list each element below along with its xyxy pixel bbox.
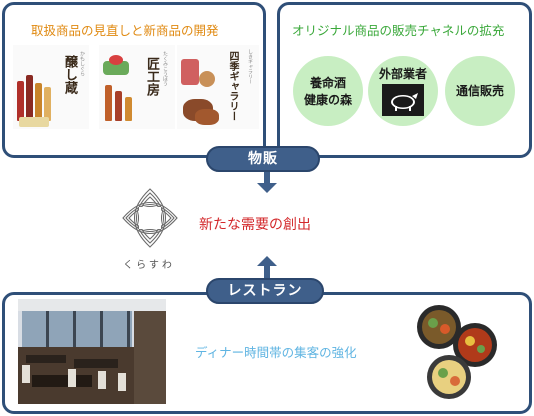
- brand-label-kamoshigura: 醸し蔵: [62, 55, 77, 94]
- product-photo-kamoshigura: 醸し蔵 かもしぐら: [13, 45, 89, 129]
- arrow-down-icon: [257, 172, 277, 193]
- channel-circle-health-forest: 養命酒 健康の森: [293, 56, 363, 126]
- brand-label-shiki: 四季ギャラリー: [227, 51, 238, 121]
- channels-title: オリジナル商品の販売チャネルの拡充: [292, 23, 505, 38]
- products-panel: 取扱商品の見直しと新商品の開発 醸し蔵 かもしぐら 匠工房 たくみこうぼう 四季…: [2, 2, 266, 158]
- dish-photo: [417, 305, 497, 399]
- channel-circle-outside-vendors: 外部業者: [368, 56, 438, 126]
- restaurant-panel: ディナー時間帯の集客の強化: [2, 292, 532, 414]
- channels-panel: オリジナル商品の販売チャネルの拡充 養命酒 健康の森 外部業者 通信販売: [277, 2, 532, 158]
- brand-name: くらすわ: [123, 260, 175, 271]
- products-title: 取扱商品の見直しと新商品の開発: [31, 23, 219, 38]
- restaurant-photo: [18, 299, 166, 404]
- center-text: 新たな需要の創出: [199, 217, 311, 233]
- sales-label: 物販: [206, 146, 320, 172]
- kurasuwa-logo-icon: [122, 188, 178, 248]
- product-photo-shiki: 四季ギャラリー しきギャラリー: [177, 45, 259, 129]
- brand-label-takumi: 匠工房: [144, 57, 159, 96]
- arrow-up-icon: [257, 256, 277, 279]
- product-photo-takumi: 匠工房 たくみこうぼう: [99, 45, 175, 129]
- dinner-text: ディナー時間帯の集客の強化: [195, 345, 357, 360]
- pork-logo-icon: [382, 84, 424, 116]
- channel-circle-mail-order: 通信販売: [445, 56, 515, 126]
- restaurant-label: レストラン: [206, 278, 324, 304]
